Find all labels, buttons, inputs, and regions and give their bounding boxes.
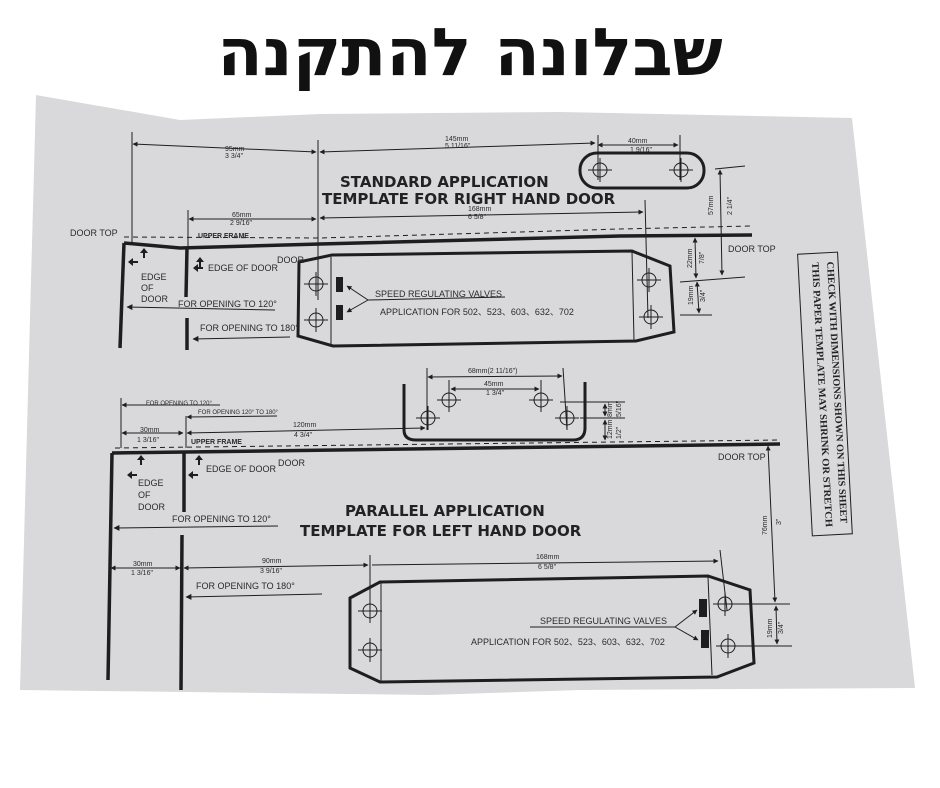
dim-45mm-inch: 1 3/4"	[486, 390, 505, 397]
edge-of-door-label: DOOR	[141, 294, 169, 304]
dim-168mm-inch: 6 5/8"	[538, 564, 557, 571]
parallel-application-template: 68mm(2 11/16") 45mm 1 3/4" 12mm 1/2" 8mm…	[106, 367, 792, 691]
opening-180-label: FOR OPENING TO 180°	[200, 323, 299, 333]
edge-of-door-label: EDGE OF DOOR	[208, 263, 279, 273]
dim-19mm: 19mm	[688, 285, 695, 305]
door-top-label: DOOR TOP	[728, 244, 776, 254]
standard-subheading: TEMPLATE FOR RIGHT HAND DOOR	[322, 190, 616, 208]
valve-mark	[701, 630, 709, 648]
slot-bracket-outline	[578, 151, 706, 190]
edge-of-door-label: EDGE OF DOOR	[206, 464, 277, 474]
dim-90mm-inch: 3 9/16"	[260, 568, 282, 575]
upper-frame-label: UPPER FRAME	[191, 439, 242, 446]
dim-145mm-inch: 5 11/16"	[445, 143, 471, 150]
dim-145mm: 145mm	[445, 136, 469, 143]
dim-30mm-inch: 1 3/16"	[131, 570, 153, 577]
parallel-subheading: TEMPLATE FOR LEFT HAND DOOR	[300, 522, 582, 540]
dim-19mm-inch: 3/4"	[700, 289, 707, 302]
dim-95mm: 95mm	[225, 146, 245, 153]
door-top-label: DOOR TOP	[70, 228, 118, 238]
dim-30mm: 30mm	[140, 427, 160, 434]
opening-120-label: FOR OPENING TO 120°	[178, 299, 277, 309]
dim-168mm-inch: 6 5/8"	[468, 214, 487, 221]
dim-8mm: 8mm	[607, 401, 614, 417]
valves-label: SPEED REGULATING VALVES	[540, 616, 667, 626]
valves-label: SPEED REGULATING VALVES	[375, 289, 502, 299]
page-title: שבלונה להתקנה	[217, 14, 723, 91]
valve-mark	[336, 277, 343, 292]
edge-of-door-label: OF	[141, 283, 154, 293]
dim-120mm: 120mm	[293, 422, 317, 429]
dim-168mm: 168mm	[536, 554, 560, 561]
edge-of-door-label: DOOR	[138, 502, 166, 512]
valve-mark	[699, 599, 707, 617]
valve-mark	[336, 305, 343, 320]
dim-12mm-inch: 1/2"	[616, 426, 623, 439]
dim-76mm-inch: 3"	[776, 518, 783, 525]
dim-68mm: 68mm(2 11/16")	[468, 368, 517, 375]
dim-30mm: 30mm	[133, 561, 153, 568]
parallel-heading: PARALLEL APPLICATION	[345, 502, 545, 520]
opening-180-label: FOR OPENING TO 180°	[196, 581, 295, 591]
door-top-label: DOOR TOP	[718, 452, 766, 462]
dim-19mm: 19mm	[767, 618, 774, 638]
door-label: DOOR	[278, 458, 306, 468]
upper-frame-label: UPPER FRAME	[198, 233, 249, 240]
dim-76mm: 76mm	[762, 515, 769, 535]
dim-57mm: 57mm	[708, 195, 715, 215]
dim-40mm-inch: 1 9/16"	[630, 147, 652, 154]
dim-65mm-inch: 2 9/16"	[230, 220, 252, 227]
application-label: APPLICATION FOR 502、523、603、632、702	[471, 637, 665, 647]
dim-120mm-inch: 4 3/4"	[294, 432, 313, 439]
dim-8mm-inch: 5/16"	[616, 400, 623, 417]
dim-95mm-inch: 3 3/4"	[225, 153, 244, 160]
opening-120-180-label: FOR OPENING 120° TO 180°	[198, 410, 279, 416]
standard-application-template: 95mm 3 3/4" 145mm 5 11/16" 40mm 1 9/16" …	[70, 132, 776, 350]
dim-22mm: 22mm	[687, 248, 694, 268]
edge-of-door-label: OF	[138, 490, 151, 500]
edge-of-door-label: EDGE	[138, 478, 164, 488]
dim-30mm-inch: 1 3/16"	[137, 437, 159, 444]
standard-heading: STANDARD APPLICATION	[340, 173, 549, 191]
opening-120-label: FOR OPENING TO 120°	[172, 514, 271, 524]
edge-of-door-label: EDGE	[141, 272, 167, 282]
application-label: APPLICATION FOR 502、523、603、632、702	[380, 307, 574, 317]
dim-45mm: 45mm	[484, 381, 504, 388]
door-label: DOOR	[277, 255, 305, 265]
dim-57mm-inch: 2 1/4"	[727, 196, 734, 215]
opening-120-label: FOR OPENING TO 120°	[146, 401, 212, 407]
closer-body-outline	[348, 574, 756, 684]
dim-22mm-inch: 7/8"	[699, 251, 706, 264]
dim-19mm-inch: 3/4"	[778, 621, 785, 634]
closer-body-outline	[296, 249, 676, 348]
dim-65mm: 65mm	[232, 212, 252, 219]
dim-168mm: 168mm	[468, 206, 492, 213]
dim-90mm: 90mm	[262, 558, 282, 565]
dim-12mm: 12mm	[607, 419, 614, 439]
dim-40mm: 40mm	[628, 138, 648, 145]
